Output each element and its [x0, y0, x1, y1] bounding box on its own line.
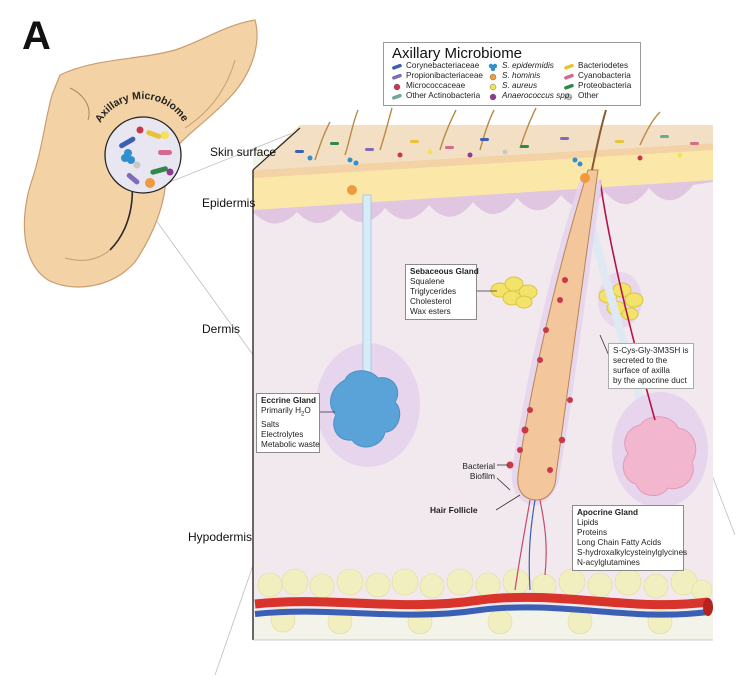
legend-swatch — [564, 63, 574, 70]
inset-bacteria — [119, 126, 174, 188]
sebaceous-gland-title: Sebaceous Gland — [410, 267, 479, 276]
apocrine-item: S-hydroxalkylcysteinylglycines — [577, 548, 688, 557]
legend-swatch — [489, 83, 497, 91]
eccrine-item: Electrolytes — [261, 429, 304, 439]
eccrine-gland-box: Eccrine Gland Primarily H2O Salts Electr… — [256, 393, 320, 453]
secretion-note: S-Cys-Gly-3M3SH is secreted to the surfa… — [608, 343, 694, 389]
hair-follicle-label: Hair Follicle — [430, 505, 478, 515]
layer-label-dermis: Dermis — [202, 322, 240, 336]
legend-swatch — [392, 73, 402, 80]
legend-item-label: Propionibacteriaceae — [406, 71, 483, 80]
sebaceous-item: Cholesterol — [410, 297, 452, 306]
legend-swatch — [392, 63, 402, 70]
legend-item-label: S. epidermidis — [502, 61, 554, 70]
legend-item-label: S. aureus — [502, 81, 538, 90]
apocrine-item: Proteins — [577, 528, 608, 537]
legend-item-label: Bacteriodetes — [578, 61, 629, 70]
apocrine-gland-box: Apocrine Gland Lipids Proteins Long Chai… — [572, 505, 688, 571]
legend-item-label: Other — [578, 91, 599, 100]
panel-letter: A — [22, 14, 51, 58]
secretion-note-line: secreted to the — [613, 356, 668, 365]
legend-swatch — [489, 73, 497, 81]
legend-swatch — [488, 63, 498, 72]
legend-item-label: Micrococcaceae — [406, 81, 466, 90]
legend-item-label: Other Actinobacteria — [406, 91, 481, 100]
legend-swatch — [393, 83, 401, 91]
legend-item-label: Anaerococcus spp. — [502, 91, 572, 100]
apocrine-item: Long Chain Fatty Acids — [577, 538, 662, 547]
sebaceous-gland-left — [490, 276, 538, 309]
legend-item-label: Proteobacteria — [578, 81, 632, 90]
eccrine-item-water: Primarily H2O — [261, 406, 311, 418]
eccrine-item: Salts — [261, 419, 280, 429]
legend-swatches — [392, 63, 574, 101]
apocrine-item: N-acylglutamines — [577, 558, 640, 567]
layer-label-skin-surface: Skin surface — [210, 145, 277, 159]
layer-label-epidermis: Epidermis — [202, 196, 256, 210]
legend-item-label: Cyanobacteria — [578, 71, 631, 80]
legend-swatch — [565, 93, 573, 101]
sebaceous-gland-box: Sebaceous Gland Squalene Triglycerides C… — [405, 264, 479, 320]
legend-swatch — [392, 93, 402, 100]
bacterial-biofilm-label: Bacterial Biofilm — [462, 461, 495, 481]
eccrine-item: Metabolic waste — [261, 439, 320, 449]
secretion-note-line: by the apocrine duct — [613, 376, 687, 385]
secretion-note-line: surface of axilla — [613, 366, 670, 375]
secretion-note-line: S-Cys-Gly-3M3SH is — [613, 346, 689, 355]
eccrine-gland-title: Eccrine Gland — [261, 396, 317, 405]
layer-label-hypodermis: Hypodermis — [188, 530, 253, 544]
legend-item-label: S. hominis — [502, 71, 541, 80]
surface-hairs — [314, 107, 661, 161]
follicle-bacteria — [506, 277, 573, 473]
apocrine-item: Lipids — [577, 518, 599, 527]
legend-swatch — [489, 93, 497, 101]
sebaceous-item: Squalene — [410, 277, 445, 286]
eccrine-gland — [316, 194, 420, 467]
sebaceous-item: Triglycerides — [410, 287, 457, 296]
legend-title: Axillary Microbiome — [392, 45, 523, 62]
legend-swatch — [564, 83, 574, 90]
legend-swatch — [564, 73, 574, 80]
fat-layer — [257, 568, 713, 635]
sebaceous-item: Wax esters — [410, 307, 451, 316]
armpit-illustration — [23, 19, 258, 288]
legend-item-label: Corynebacteriaceae — [406, 61, 480, 70]
surface-bacteria — [295, 135, 699, 195]
hair-follicle — [506, 109, 607, 591]
apocrine-gland-title: Apocrine Gland — [577, 508, 638, 517]
